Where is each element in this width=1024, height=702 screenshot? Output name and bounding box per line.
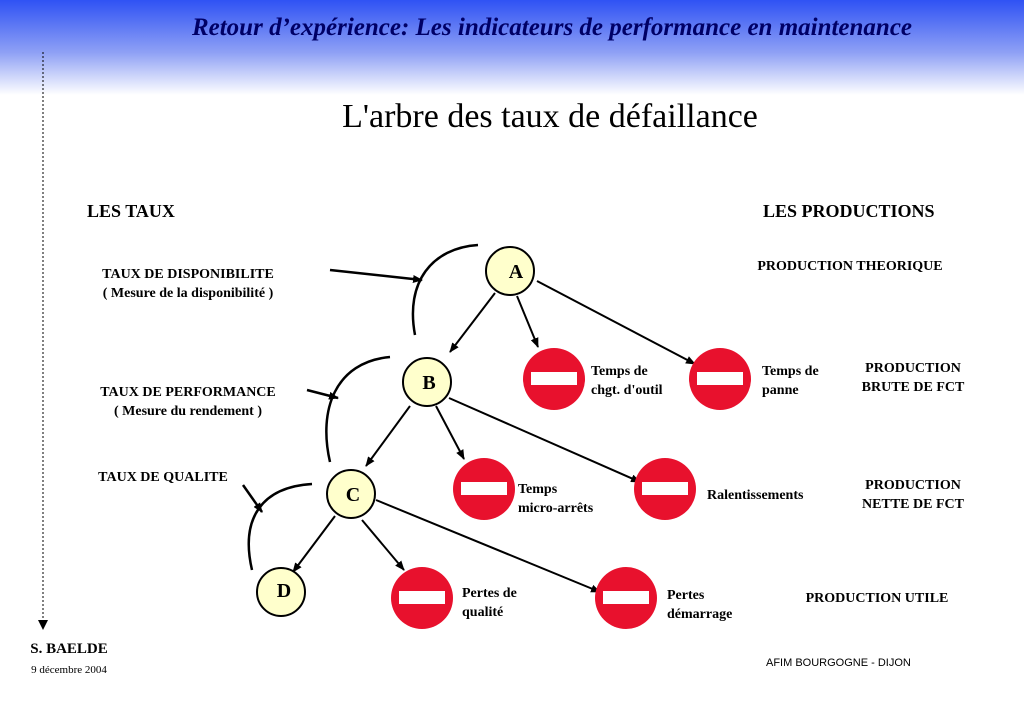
bracket-disponibilite (411, 243, 479, 336)
arrow-disponibilite (329, 268, 423, 284)
no-entry-icon (689, 348, 751, 410)
loss-panne-line1: Temps de (762, 364, 819, 379)
column-header-productions: LES PRODUCTIONS (763, 201, 935, 221)
edge-a-chgt-outil (516, 295, 539, 348)
production-brute-line2: BRUTE DE FCT (861, 380, 965, 395)
edge-c-pertes-qualite (361, 519, 405, 571)
loss-panne: Temps de panne (762, 362, 819, 400)
edge-a-panne (536, 280, 696, 365)
no-entry-icon (391, 567, 453, 629)
header-band (0, 0, 1024, 95)
loss-micro-arrets-line2: micro-arrêts (518, 501, 594, 516)
loss-panne-line2: panne (762, 383, 799, 398)
slide-title: L'arbre des taux de défaillance (342, 98, 758, 135)
loss-pertes-qualite-line1: Pertes de (462, 586, 517, 601)
node-b (402, 357, 452, 407)
production-nette-line1: PRODUCTION (865, 478, 961, 493)
taux-qualite: TAUX DE QUALITE (43, 468, 283, 487)
loss-chgt-outil-line1: Temps de (591, 364, 648, 379)
taux-performance-desc: ( Mesure du rendement ) (113, 404, 263, 419)
production-brute: PRODUCTION BRUTE DE FCT (838, 359, 988, 397)
node-b-label: B (422, 372, 435, 394)
header-title: Retour d’expérience: Les indicateurs de … (191, 14, 913, 41)
edge-b-ralentissements (448, 397, 641, 483)
edge-b-micro-arrets (435, 405, 465, 460)
edge-b-c (365, 405, 411, 467)
edge-c-pertes-demarrage (375, 499, 601, 593)
production-utile: PRODUCTION UTILE (805, 591, 949, 606)
loss-ralentissements-line1: Ralentissements (707, 488, 804, 503)
production-theorique: PRODUCTION THEORIQUE (757, 259, 943, 274)
taux-performance-name: TAUX DE PERFORMANCE (100, 385, 276, 400)
timeline-arrowhead (38, 620, 48, 630)
no-entry-icon (634, 458, 696, 520)
loss-pertes-demarrage-line2: démarrage (667, 607, 733, 622)
production-brute-line1: PRODUCTION (865, 361, 961, 376)
node-a (485, 246, 535, 296)
production-nette: PRODUCTION NETTE DE FCT (838, 476, 988, 514)
loss-pertes-demarrage-line1: Pertes (667, 588, 705, 603)
bracket-performance (325, 355, 391, 463)
taux-disponibilite-name: TAUX DE DISPONIBILITE (102, 267, 274, 282)
column-header-taux: LES TAUX (87, 201, 175, 221)
loss-chgt-outil-line2: chgt. d'outil (591, 383, 663, 398)
node-d (256, 567, 306, 617)
taux-disponibilite: TAUX DE DISPONIBILITE ( Mesure de la dis… (68, 265, 308, 303)
production-nette-line2: NETTE DE FCT (862, 497, 964, 512)
taux-performance: TAUX DE PERFORMANCE ( Mesure du rendemen… (68, 383, 308, 421)
taux-disponibilite-desc: ( Mesure de la disponibilité ) (102, 286, 274, 301)
edge-a-b (449, 292, 496, 353)
loss-micro-arrets-line1: Temps (518, 482, 558, 497)
node-d-label: D (277, 580, 291, 602)
footer-date: 9 décembre 2004 (31, 664, 107, 676)
footer-org: AFIM BOURGOGNE - DIJON (766, 657, 911, 669)
loss-chgt-outil: Temps de chgt. d'outil (591, 362, 663, 400)
node-a-label: A (509, 261, 524, 283)
taux-qualite-name: TAUX DE QUALITE (98, 470, 228, 485)
no-entry-icon (523, 348, 585, 410)
no-entry-icon (595, 567, 657, 629)
footer-author: S. BAELDE (30, 641, 108, 657)
loss-pertes-demarrage: Pertes démarrage (667, 586, 732, 624)
loss-micro-arrets: Temps micro-arrêts (518, 480, 593, 518)
edge-c-d (292, 515, 336, 573)
node-c-label: C (346, 484, 360, 506)
no-entry-icon (453, 458, 515, 520)
bracket-qualite (247, 482, 313, 571)
loss-ralentissements: Ralentissements (707, 486, 803, 505)
node-c (326, 469, 376, 519)
loss-pertes-qualite-line2: qualité (462, 605, 504, 620)
loss-pertes-qualite: Pertes de qualité (462, 584, 517, 622)
